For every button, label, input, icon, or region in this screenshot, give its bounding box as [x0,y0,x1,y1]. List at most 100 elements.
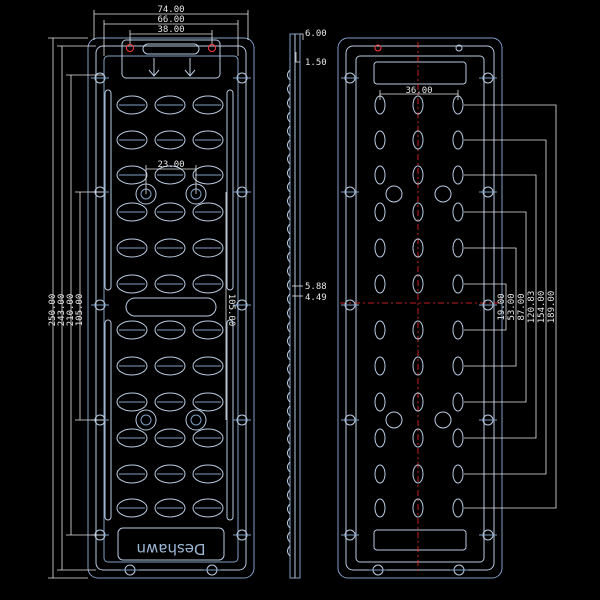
bottom-recess [373,529,467,551]
profile-bump [287,83,291,95]
lens [116,165,148,185]
lens-back [452,498,464,518]
lens [154,428,186,448]
lens-back [374,392,386,412]
lens-back [452,320,464,340]
lens-back [412,95,424,115]
lens [154,238,186,258]
outer-frame [87,37,255,579]
profile-bump [287,279,291,291]
profile-bump [287,139,291,151]
profile-bump [287,433,291,445]
lens [192,320,224,340]
lens [154,498,186,518]
dim-leader [464,283,507,331]
dim-back-width: 36.00 [405,86,432,96]
profile-bump [287,111,291,123]
lens [116,202,148,222]
profile-bump [287,195,291,207]
lens-back [412,165,424,185]
profile-bump [287,391,291,403]
lens-back [412,498,424,518]
profile-bump [287,181,291,193]
lens-back [412,274,424,294]
dim-hole-height: 210.00 [66,294,76,327]
lens [192,274,224,294]
profile-bump [287,69,291,81]
profile-bump [287,349,291,361]
lens-back [412,238,424,258]
lens [116,392,148,412]
profile-bump [287,503,291,515]
dim-center-height: 105.00 [226,294,236,327]
lens [116,320,148,340]
lens [116,428,148,448]
profile-bump [287,321,291,333]
profile-bump [287,223,291,235]
center-slot [125,297,217,317]
lens [116,498,148,518]
lens-back [374,464,386,484]
lens-back [374,202,386,222]
brand-text: Deshawn [136,540,205,558]
lens-grid [116,95,224,518]
lens [154,130,186,150]
lens-back [412,130,424,150]
side-rail [226,89,234,291]
lens-back [412,428,424,448]
lens-back [412,320,424,340]
lens-back [374,165,386,185]
lens [192,464,224,484]
side-rail [226,319,234,521]
lens [116,464,148,484]
lens [154,356,186,376]
dim-flange: 1.50 [305,58,327,68]
lens [154,392,186,412]
profile-bump [287,153,291,165]
lens-plate [103,55,239,563]
mount-hole-red [126,44,134,52]
dim-lens-height: 5.88 [305,282,327,292]
profile-bump [287,419,291,431]
lens-back [374,428,386,448]
profile-bump [287,363,291,375]
bottom-tab [117,527,225,561]
profile-bump [287,209,291,221]
lens [116,274,148,294]
outer-frame [337,37,503,579]
top-slot [142,43,200,55]
mount-hole-red [374,44,382,52]
profile-bump [287,545,291,557]
lens [154,95,186,115]
lens-grid [374,95,464,518]
arrow-down-icon [148,58,160,77]
lens [154,274,186,294]
lens-back [374,130,386,150]
led-hole [385,411,403,429]
side-rail [104,89,112,291]
led-hole [185,409,207,431]
lens-back [452,464,464,484]
dim-overall-height: 250.00 [48,294,58,327]
lens [154,320,186,340]
dim-lens-spacing: 23.00 [157,160,184,170]
dim-leader [464,104,557,509]
lens [192,238,224,258]
top-recess [373,61,467,85]
lens [154,165,186,185]
profile-bump [287,447,291,459]
arrow-down-icon [184,58,196,77]
profile-bump [287,461,291,473]
inner-frame [95,45,247,571]
side-rails [104,89,234,521]
lens-back [412,392,424,412]
profile-bump [287,307,291,319]
dim-leader [464,247,517,367]
lens-back [452,238,464,258]
profile-lens-bumps [287,69,291,557]
dim-row-spacing: 19.00 [497,293,507,320]
side-view [287,33,301,579]
profile-bump [287,475,291,487]
dim-row-spacing: 154.00 [537,291,547,324]
profile-bump [287,265,291,277]
